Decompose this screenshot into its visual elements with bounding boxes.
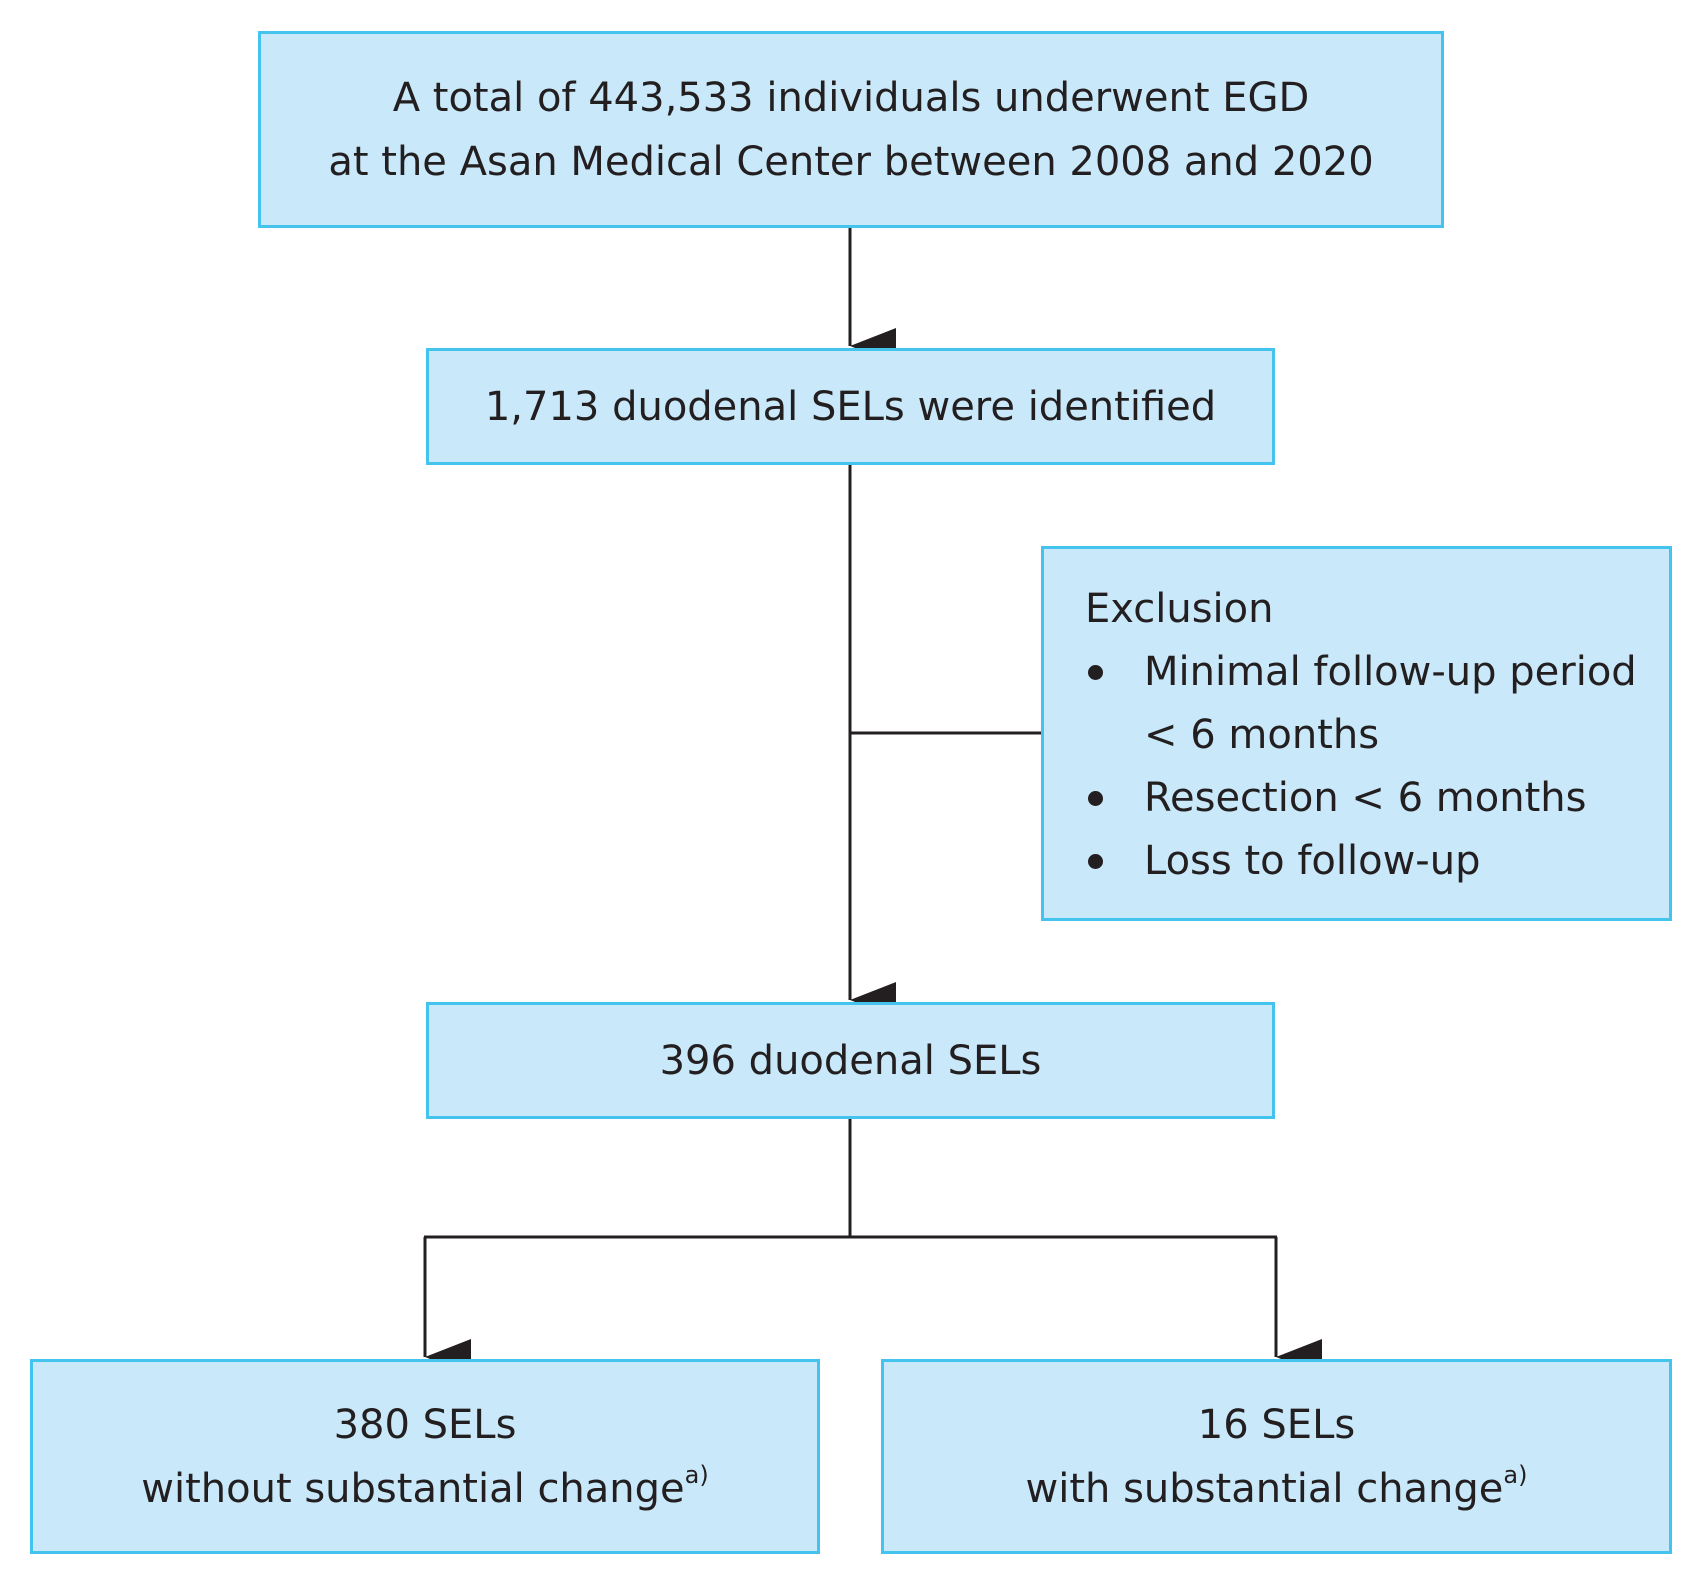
exclusion-item: Loss to follow-up: [1085, 830, 1637, 893]
identified-text: 1,713 duodenal SELs were identified: [484, 383, 1217, 430]
without-change-footnote: a): [684, 1461, 709, 1490]
bullet-icon: [1088, 791, 1103, 806]
exclusion-box: Exclusion Minimal follow-up period < 6 m…: [1041, 546, 1672, 921]
without-change-label-row: without substantial changea): [141, 1457, 708, 1521]
without-change-count: 380 SELs: [333, 1401, 517, 1448]
included-sels-box: 396 duodenal SELs: [426, 1002, 1275, 1119]
with-change-label: with substantial change: [1025, 1465, 1504, 1512]
with-change-footnote: a): [1503, 1461, 1528, 1490]
exclusion-item-line-1: Resection < 6 months: [1144, 775, 1587, 821]
bullet-icon: [1088, 665, 1103, 680]
exclusion-title: Exclusion: [1085, 586, 1274, 632]
exclusion-item-line-1: Loss to follow-up: [1144, 838, 1481, 884]
total-line-1: A total of 443,533 individuals underwent…: [392, 74, 1310, 121]
exclusion-item-line-2: < 6 months: [1144, 712, 1380, 758]
identified-sels-box: 1,713 duodenal SELs were identified: [426, 348, 1275, 465]
without-change-label: without substantial change: [141, 1465, 685, 1512]
exclusion-item-line-1: Minimal follow-up period: [1144, 649, 1637, 695]
exclusion-item: Resection < 6 months: [1085, 767, 1637, 830]
total-individuals-box: A total of 443,533 individuals underwent…: [258, 31, 1444, 228]
bullet-icon: [1088, 854, 1103, 869]
included-text: 396 duodenal SELs: [659, 1037, 1042, 1084]
with-change-label-row: with substantial changea): [1026, 1457, 1528, 1521]
with-change-box: 16 SELs with substantial changea): [881, 1359, 1672, 1554]
exclusion-item: Minimal follow-up period < 6 months: [1085, 641, 1637, 767]
without-change-box: 380 SELs without substantial changea): [30, 1359, 820, 1554]
total-line-2: at the Asan Medical Center between 2008 …: [328, 138, 1374, 185]
with-change-count: 16 SELs: [1197, 1401, 1356, 1448]
exclusion-list: Minimal follow-up period < 6 months Rese…: [1085, 641, 1637, 893]
